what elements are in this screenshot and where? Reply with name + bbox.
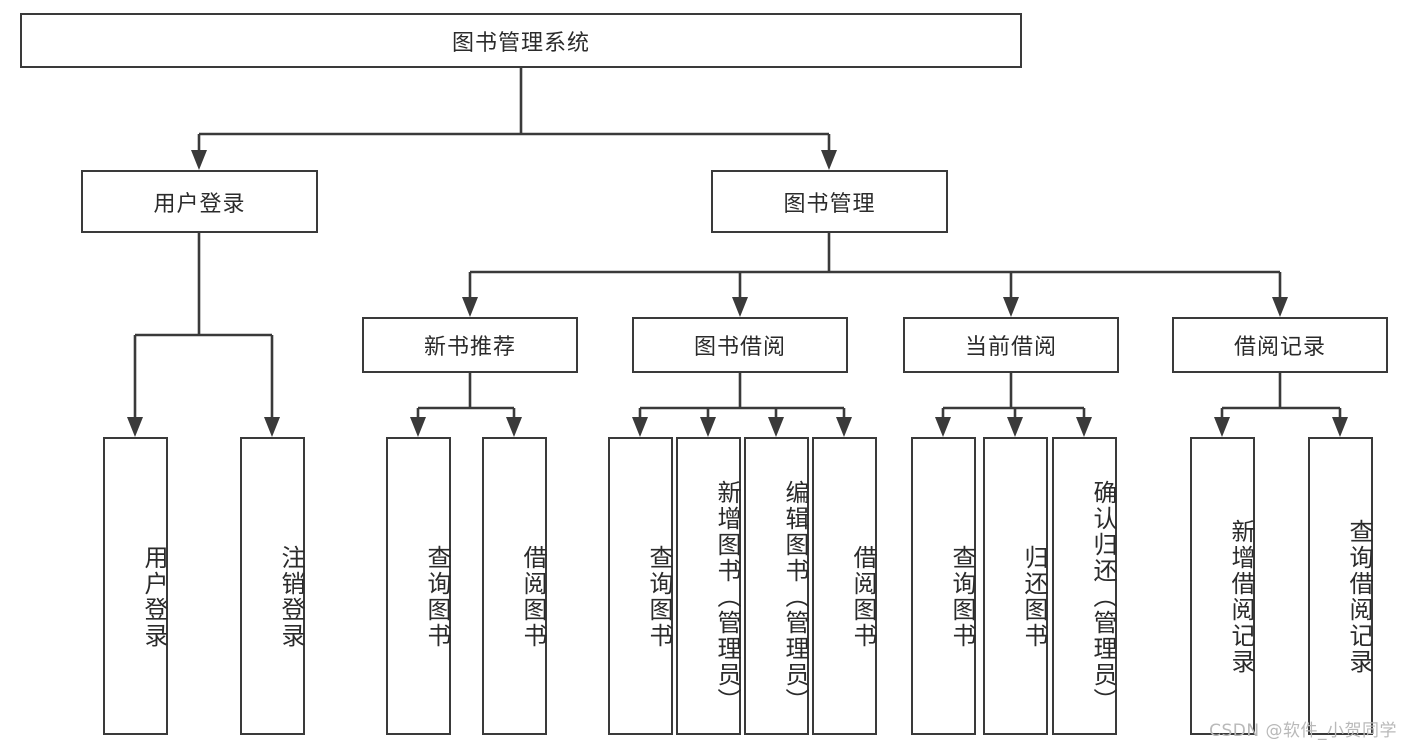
node-current-borrow[interactable]: 当前借阅 [903, 317, 1119, 373]
node-leaf-query-book-1-label: 查询图书 [423, 545, 451, 649]
node-leaf-query-book-3[interactable]: 查询图书 [911, 437, 976, 735]
node-leaf-edit-book[interactable]: 编辑图书（管理员） [744, 437, 809, 735]
node-book-borrow[interactable]: 图书借阅 [632, 317, 848, 373]
node-leaf-borrow-book-2-label: 借阅图书 [849, 545, 877, 649]
node-leaf-query-book-3-label: 查询图书 [948, 545, 976, 649]
node-user-login[interactable]: 用户登录 [81, 170, 318, 233]
node-new-book-rec-label: 新书推荐 [423, 335, 516, 360]
node-leaf-return-book[interactable]: 归还图书 [983, 437, 1048, 735]
node-leaf-query-book-2-label: 查询图书 [645, 545, 673, 649]
node-leaf-add-record[interactable]: 新增借阅记录 [1190, 437, 1255, 735]
node-leaf-edit-book-label: 编辑图书（管理员） [781, 480, 809, 714]
node-leaf-borrow-book-1[interactable]: 借阅图书 [482, 437, 547, 735]
node-leaf-borrow-book-2[interactable]: 借阅图书 [812, 437, 877, 735]
node-leaf-query-record[interactable]: 查询借阅记录 [1308, 437, 1373, 735]
node-new-book-rec[interactable]: 新书推荐 [362, 317, 578, 373]
node-leaf-add-book-label: 新增图书（管理员） [713, 480, 741, 714]
node-borrow-record-label: 借阅记录 [1233, 335, 1326, 360]
node-root-label: 图书管理系统 [451, 30, 590, 56]
node-leaf-query-book-1[interactable]: 查询图书 [386, 437, 451, 735]
node-leaf-add-record-label: 新增借阅记录 [1227, 519, 1255, 675]
node-leaf-query-book-2[interactable]: 查询图书 [608, 437, 673, 735]
node-leaf-return-book-label: 归还图书 [1020, 545, 1048, 649]
node-leaf-query-record-label: 查询借阅记录 [1345, 519, 1373, 675]
node-book-manage[interactable]: 图书管理 [711, 170, 948, 233]
node-borrow-record[interactable]: 借阅记录 [1172, 317, 1388, 373]
node-leaf-logout[interactable]: 注销登录 [240, 437, 305, 735]
node-leaf-confirm-return-label: 确认归还（管理员） [1089, 480, 1117, 714]
node-leaf-add-book[interactable]: 新增图书（管理员） [676, 437, 741, 735]
node-book-manage-label: 图书管理 [783, 191, 876, 217]
node-book-borrow-label: 图书借阅 [693, 335, 786, 360]
node-current-borrow-label: 当前借阅 [964, 335, 1057, 360]
node-leaf-logout-label: 注销登录 [277, 545, 305, 649]
node-leaf-user-login-label: 用户登录 [140, 545, 168, 649]
node-leaf-borrow-book-1-label: 借阅图书 [519, 545, 547, 649]
node-root[interactable]: 图书管理系统 [20, 13, 1022, 68]
watermark: CSDN @软件_小贺同学 [1209, 721, 1397, 741]
node-leaf-confirm-return[interactable]: 确认归还（管理员） [1052, 437, 1117, 735]
node-user-login-label: 用户登录 [153, 191, 246, 217]
node-leaf-user-login[interactable]: 用户登录 [103, 437, 168, 735]
